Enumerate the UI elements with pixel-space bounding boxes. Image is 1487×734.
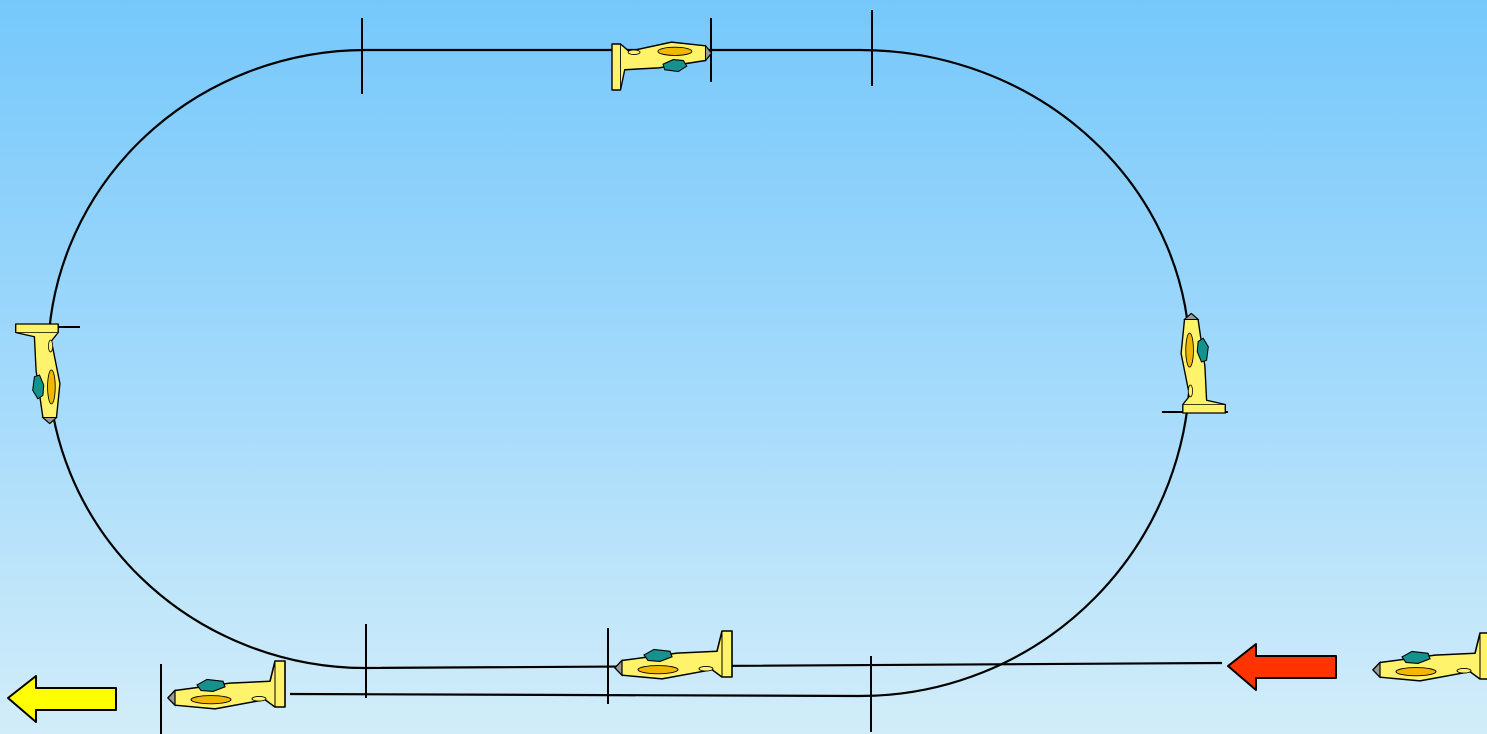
entry-arrow-icon: [1227, 643, 1337, 691]
aircraft-icon: [1372, 632, 1487, 682]
pattern-track: [289, 48, 1192, 698]
aircraft-icon: [1180, 312, 1226, 414]
pattern-tick-marks: [15, 10, 1228, 734]
aircraft-icon: [611, 41, 713, 91]
exit-arrow-icon: [7, 675, 117, 723]
aircraft-icon: [614, 630, 733, 680]
pattern-track-left: [46, 48, 1223, 670]
aircraft-icon: [15, 323, 61, 425]
aircraft-icon: [167, 660, 286, 710]
